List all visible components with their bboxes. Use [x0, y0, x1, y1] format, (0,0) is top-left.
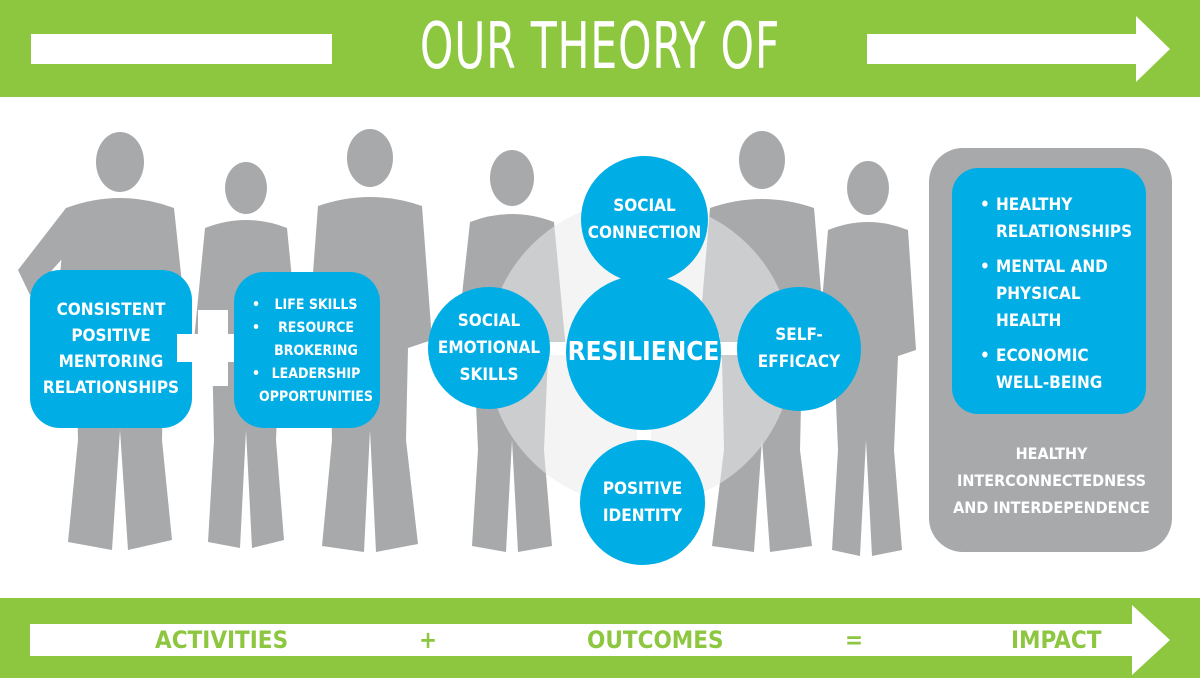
circle-line: SKILLS: [459, 364, 519, 385]
footer-equals-label: =: [845, 626, 864, 654]
circle-line: SOCIAL: [613, 195, 676, 216]
list-item-line: WELL-BEING: [996, 373, 1103, 393]
footer-plus-label: +: [419, 626, 438, 654]
footer-activities-label: ACTIVITIES: [155, 626, 289, 654]
list-item-mental-physical-health: MENTAL AND PHYSICAL HEALTH: [966, 254, 1136, 335]
list-item-life-skills: LIFE SKILLS: [244, 294, 374, 317]
circle-line: POSITIVE: [602, 478, 683, 499]
list-item-line: OPPORTUNITIES: [259, 389, 373, 405]
social-connection-circle: SOCIAL CONNECTION: [581, 156, 708, 283]
list-item-economic-well-being: ECONOMIC WELL-BEING: [966, 343, 1136, 397]
list-item-line: LEADERSHIP: [271, 366, 361, 382]
list-item-line: PHYSICAL: [996, 284, 1081, 304]
mentoring-relationships-box: CONSISTENT POSITIVE MENTORING RELATIONSH…: [30, 270, 192, 428]
title-arrow-icon: [31, 16, 1170, 82]
activities-list-box: LIFE SKILLS RESOURCE BROKERING LEADERSHI…: [234, 272, 380, 428]
list-item-line: HEALTHY: [996, 195, 1073, 215]
mentoring-line: RELATIONSHIPS: [42, 378, 180, 398]
impact-list-box: HEALTHY RELATIONSHIPS MENTAL AND PHYSICA…: [952, 168, 1146, 414]
circle-line: SOCIAL: [457, 310, 521, 331]
page-title: OUR THEORY OF CHANGE: [419, 10, 781, 174]
list-item-line: HEALTH: [996, 311, 1062, 331]
social-emotional-skills-circle: SOCIAL EMOTIONAL SKILLS: [428, 287, 550, 409]
circle-line: IDENTITY: [602, 505, 683, 526]
list-item-resource-brokering: RESOURCE BROKERING: [244, 317, 374, 363]
mentoring-line: CONSISTENT: [56, 300, 166, 320]
list-item-healthy-relationships: HEALTHY RELATIONSHIPS: [966, 192, 1136, 246]
resilience-circle: RESILIENCE: [566, 275, 721, 430]
positive-identity-circle: POSITIVE IDENTITY: [580, 440, 705, 565]
list-item-line: RELATIONSHIPS: [996, 222, 1133, 242]
footer-outcomes-label: OUTCOMES: [587, 626, 724, 654]
caption-line: INTERCONNECTEDNESS: [957, 471, 1146, 490]
self-efficacy-circle: SELF-EFFICACY: [737, 287, 861, 411]
caption-line: HEALTHY: [1015, 444, 1088, 463]
mentoring-line: POSITIVE: [71, 326, 151, 346]
list-item-leadership: LEADERSHIP OPPORTUNITIES: [244, 363, 374, 409]
list-item-line: MENTAL AND: [996, 257, 1108, 277]
list-item-line: ECONOMIC: [996, 346, 1089, 366]
impact-list: HEALTHY RELATIONSHIPS MENTAL AND PHYSICA…: [952, 168, 1146, 397]
circle-line: EMOTIONAL: [437, 337, 541, 358]
caption-line: AND INTERDEPENDENCE: [953, 498, 1150, 517]
list-item-line: RESOURCE: [278, 320, 354, 336]
activities-list: LIFE SKILLS RESOURCE BROKERING LEADERSHI…: [234, 272, 380, 409]
list-item-line: BROKERING: [274, 343, 358, 359]
mentoring-line: MENTORING: [58, 352, 164, 372]
footer-impact-label: IMPACT: [1011, 626, 1102, 654]
list-item-line: LIFE SKILLS: [274, 297, 358, 313]
impact-caption: HEALTHY INTERCONNECTEDNESS AND INTERDEPE…: [939, 440, 1164, 521]
circle-line: CONNECTION: [587, 222, 702, 243]
